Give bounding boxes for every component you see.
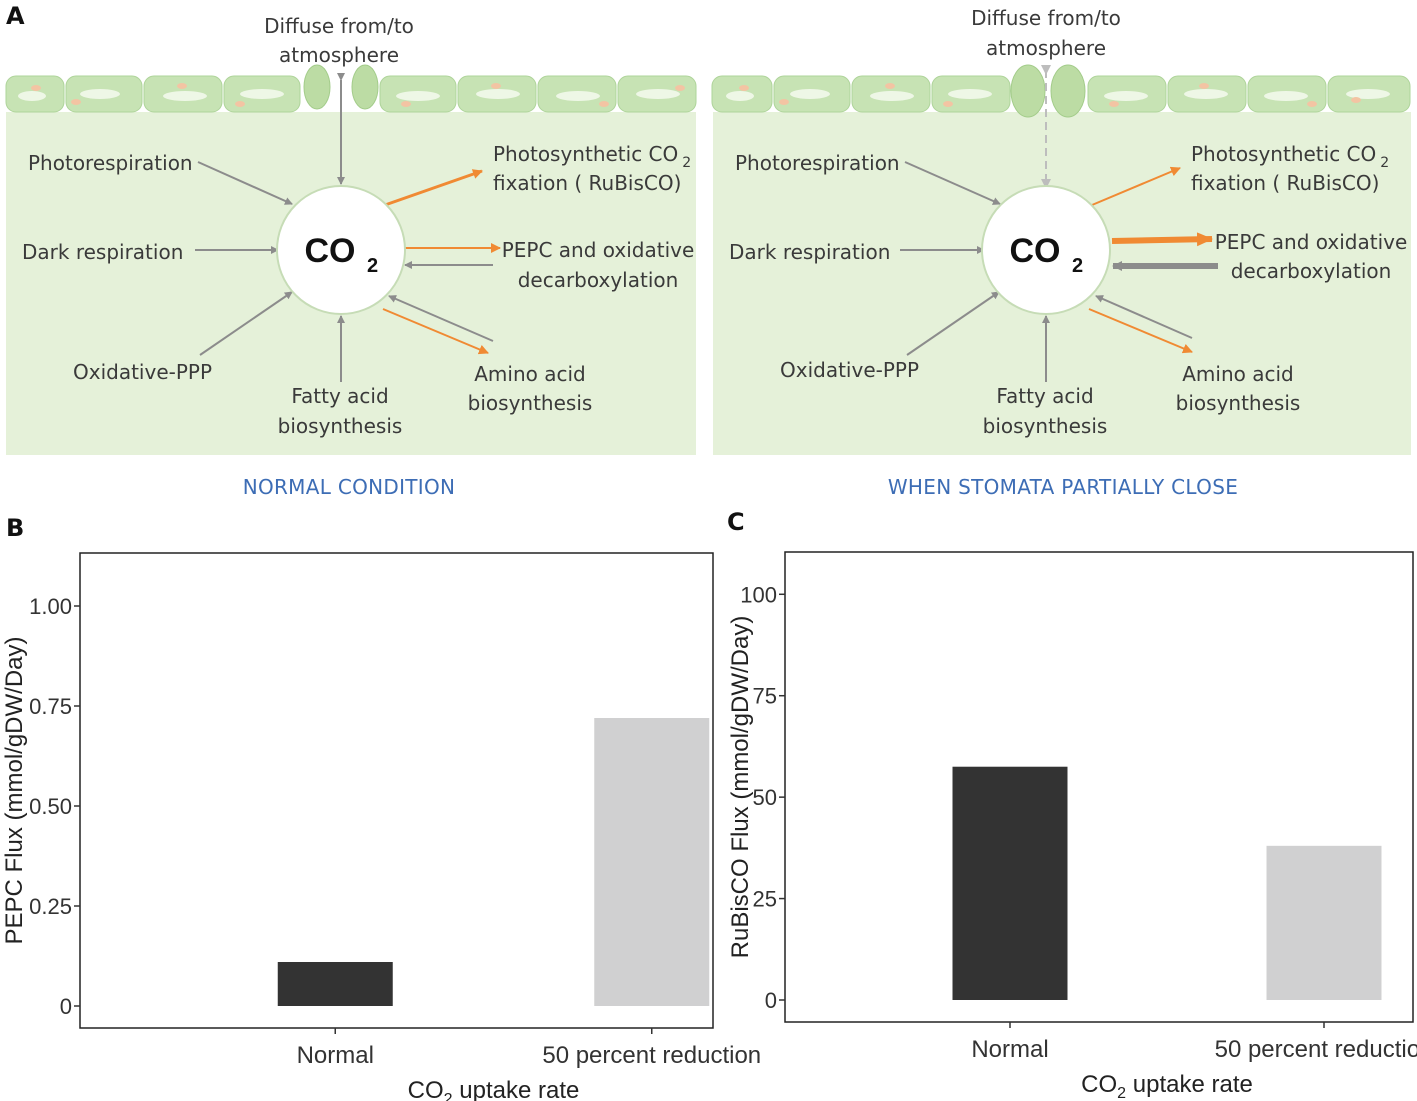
bar-reduction [1266, 845, 1382, 1000]
amino-acid-in-arrow [388, 295, 494, 342]
y-axis-title: RuBisCO Flux (mmol/gDW/Day) [727, 616, 754, 959]
bar-normal [277, 962, 393, 1006]
atmosphere-label-1: Diffuse from/to [264, 14, 414, 38]
amino-acid-in-arrow [1095, 295, 1193, 339]
left-diagram: Diffuse from/to atmosphere CO 2 Photores… [5, 14, 697, 499]
y-axis-title: PEPC Flux (mmol/gDW/Day) [1, 636, 28, 944]
x-tick-label: Normal [971, 1036, 1048, 1063]
pepc-label-2: decarboxylation [1231, 259, 1392, 283]
pepc-label-1: PEPC and oxidative [1215, 230, 1408, 254]
y-tick-label: 0.25 [29, 894, 72, 919]
plot-frame [784, 551, 1414, 1023]
co2-pool-circle [981, 185, 1111, 315]
dark-respiration-label: Dark respiration [729, 240, 890, 264]
co2-label: CO [305, 232, 356, 270]
y-tick-label: 0 [60, 994, 72, 1019]
co2-subscript: 2 [367, 255, 378, 277]
x-tick-label: 50 percent reduction [1215, 1036, 1417, 1063]
y-tick-label: 25 [753, 887, 777, 912]
amino-acid-label-2: biosynthesis [468, 391, 593, 415]
fatty-acid-label-2: biosynthesis [983, 414, 1108, 438]
amino-acid-label-1: Amino acid [1182, 362, 1294, 386]
photorespiration-arrow [904, 161, 1001, 205]
panel-c-letter: C [727, 508, 745, 536]
panel-b-letter: B [6, 514, 24, 542]
rubisco-arrow [384, 169, 483, 207]
atmosphere-label-2: atmosphere [986, 36, 1106, 60]
fatty-acid-label-2: biosynthesis [278, 414, 403, 438]
co2-label: CO [1010, 232, 1061, 270]
rubisco-label-2: fixation ( RuBisCO) [1191, 171, 1379, 195]
amino-acid-label-2: biosynthesis [1176, 391, 1301, 415]
x-axis-title: CO2 uptake rate [1081, 1071, 1253, 1101]
plot-frame [79, 552, 714, 1029]
photorespiration-label: Photorespiration [735, 151, 900, 175]
dark-respiration-label: Dark respiration [22, 240, 183, 264]
bar-normal [952, 766, 1068, 1000]
oxidative-ppp-label: Oxidative-PPP [780, 358, 919, 382]
atmosphere-label-2: atmosphere [279, 43, 399, 67]
x-tick-label: Normal [297, 1042, 374, 1069]
panel-a-letter: A [6, 2, 25, 30]
epidermis-cells [5, 75, 697, 113]
oxidative-ppp-arrow [906, 291, 1000, 356]
y-tick-label: 1.00 [29, 594, 72, 619]
bar-reduction [594, 718, 710, 1006]
y-tick-label: 0.50 [29, 794, 72, 819]
x-tick-label: 50 percent reduction [542, 1042, 761, 1069]
pepc-label-2: decarboxylation [518, 268, 679, 292]
y-tick-label: 0.75 [29, 694, 72, 719]
atmosphere-label-1: Diffuse from/to [971, 6, 1121, 30]
rubisco-label-2: fixation ( RuBisCO) [493, 171, 681, 195]
epidermis-cells [711, 75, 1411, 113]
y-tick-label: 50 [753, 785, 777, 810]
fatty-acid-label-1: Fatty acid [291, 384, 388, 408]
y-tick-label: 75 [753, 684, 777, 709]
rubisco-arrow [1091, 166, 1181, 206]
y-tick-label: 100 [740, 582, 777, 607]
right-diagram: Diffuse from/to atmosphere CO 2 Photores… [711, 6, 1411, 499]
amino-acid-out-arrow [1088, 308, 1193, 354]
fatty-acid-label-1: Fatty acid [996, 384, 1093, 408]
oxidative-ppp-label: Oxidative-PPP [73, 360, 212, 384]
amino-acid-out-arrow [382, 308, 489, 355]
co2-subscript: 2 [1072, 255, 1083, 277]
stomata-guard-cells [1010, 64, 1086, 118]
photorespiration-label: Photorespiration [28, 151, 193, 175]
pepc-arrow [1111, 232, 1213, 247]
co2-pool-circle [276, 185, 406, 315]
pepc-label-1: PEPC and oxidative [502, 238, 695, 262]
x-axis-title: CO2 uptake rate [408, 1077, 580, 1101]
amino-acid-label-1: Amino acid [474, 362, 586, 386]
normal-condition-caption: NORMAL CONDITION [243, 475, 456, 499]
oxidative-ppp-arrow [199, 291, 293, 356]
stomata-close-caption: WHEN STOMATA PARTIALLY CLOSE [888, 475, 1238, 499]
photorespiration-arrow [197, 161, 293, 205]
y-tick-label: 0 [765, 988, 777, 1013]
stomata-guard-cells [303, 64, 379, 110]
